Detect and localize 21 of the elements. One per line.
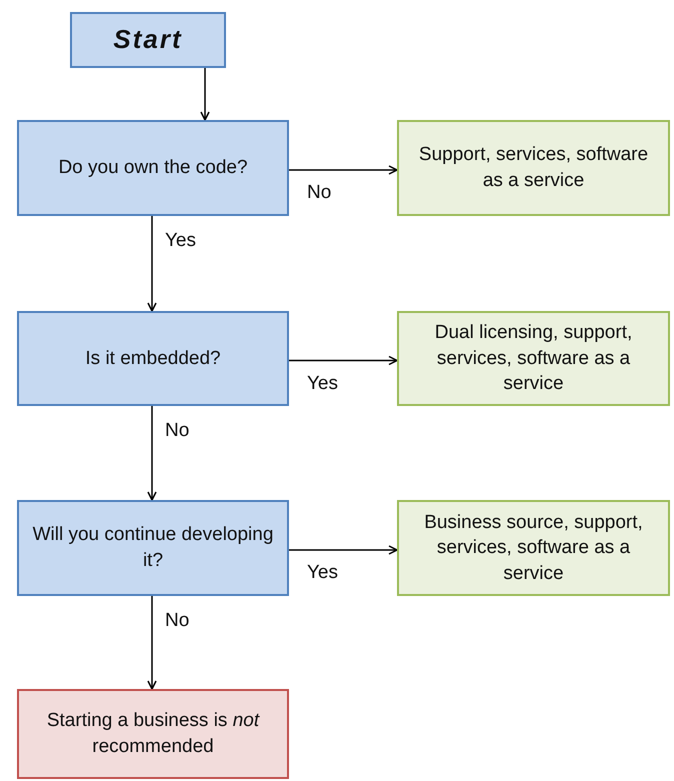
outcome-box: Dual licensing, support, services, software as a service [397,311,670,406]
arrow [147,406,157,501]
decision-box: Will you continue developing it? [17,500,289,596]
arrow [289,545,398,555]
edge-label: No [165,610,190,632]
decision-box: Do you own the code? [17,120,289,216]
edge-label: No [307,182,332,204]
edge-label: No [165,420,190,442]
terminal-box: Starting a business is not recommended [17,689,289,779]
start-box: Start [70,12,226,68]
arrow [200,68,210,121]
outcome-box: Support, services, software as a service [397,120,670,216]
arrow [289,165,398,175]
edge-label: Yes [307,372,338,394]
edge-label: Yes [165,230,196,252]
edge-label: Yes [307,562,338,584]
arrow [147,596,157,690]
arrow [289,356,398,366]
outcome-box: Business source, support, services, software as a service [397,500,670,596]
arrow [147,216,157,312]
decision-box: Is it embedded? [17,311,289,406]
